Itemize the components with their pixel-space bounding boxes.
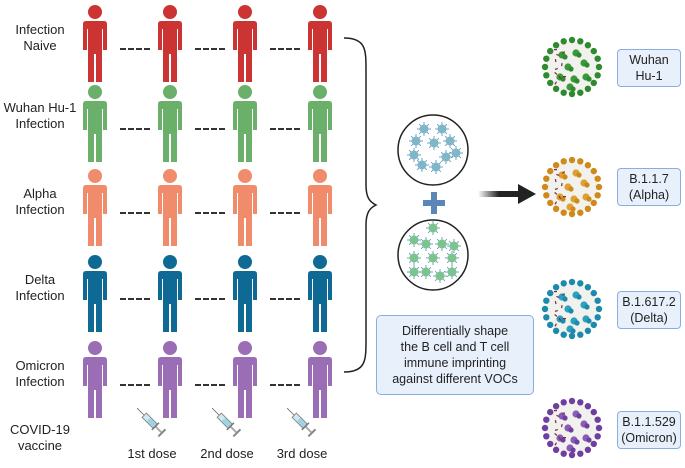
person-icon [233,255,257,332]
person-icon [83,255,107,332]
variant-label-omicron: B.1.1.529 (Omicron) [617,411,681,449]
label-line: COVID-19 [10,422,70,437]
label-line: Infection [15,116,65,131]
label-line: Wuhan Hu-1 [3,100,77,115]
dotted-connector [270,48,300,52]
variant-line: B.1.1.529 [622,415,676,429]
dotted-connector [120,298,150,302]
person-icon [308,341,332,418]
person-icon [233,85,257,162]
person-icon [83,85,107,162]
t-cell-circle-icon [397,219,469,291]
person-icon [158,85,182,162]
dose-label: 2nd dose [200,446,254,461]
label-line: Infection [15,22,65,37]
dotted-connector [120,48,150,52]
summary-box: Differentially shape the B cell and T ce… [376,315,534,395]
summary-line: the B cell and T cell [400,340,510,354]
syringe-icon [287,407,317,438]
dotted-connector [195,48,225,52]
variant-line: (Delta) [630,311,668,325]
person-icon [233,341,257,418]
dotted-connector [120,384,150,388]
person-icon [308,5,332,82]
person-icon [308,85,332,162]
variant-line: (Omicron) [621,431,677,445]
person-icon [233,5,257,82]
variant-line: B.1.617.2 [622,295,676,309]
person-icon [158,169,182,246]
variant-line: B.1.1.7 [629,172,669,186]
bracket-icon [343,37,378,373]
b-cell-circle-icon [397,114,469,186]
label-line: Infection [15,202,65,217]
person-icon [308,169,332,246]
person-icon [308,255,332,332]
dose-label: 1st dose [127,446,177,461]
dotted-connector [195,128,225,132]
label-line: Omicron [15,358,65,373]
dotted-connector [120,128,150,132]
person-icon [158,5,182,82]
plus-icon [423,192,445,214]
person-icon [83,341,107,418]
person-icon [158,341,182,418]
summary-line: against different VOCs [392,372,518,386]
person-icon [158,255,182,332]
dotted-connector [120,212,150,216]
person-icon [83,5,107,82]
person-icon [233,169,257,246]
label-line: Infection [15,288,65,303]
variant-line: (Alpha) [628,188,670,202]
variant-line: Wuhan [629,53,669,67]
arrow-right-icon [478,184,536,204]
dotted-connector [195,384,225,388]
syringe-icon [212,407,242,438]
dotted-connector [270,128,300,132]
variant-line: Hu-1 [635,69,663,83]
dotted-connector [270,384,300,388]
dotted-connector [270,212,300,216]
virus-alpha-icon [541,156,603,218]
dotted-connector [270,298,300,302]
label-line: Delta [24,272,56,287]
dotted-connector [195,298,225,302]
summary-line: Differentially shape [401,324,509,338]
virus-omicron-icon [541,397,603,459]
variant-label-alpha: B.1.1.7 (Alpha) [617,168,681,206]
label-line: Naive [23,38,57,53]
virus-wuhan-icon [541,36,603,98]
virus-delta-icon [541,278,603,340]
label-line: Infection [15,374,65,389]
dose-label: 3rd dose [276,446,328,461]
label-line: vaccine [17,438,63,453]
person-icon [83,169,107,246]
variant-label-delta: B.1.617.2 (Delta) [617,291,681,329]
syringe-icon [137,407,167,438]
summary-line: immune imprinting [403,356,507,370]
label-line: Alpha [23,186,57,201]
dotted-connector [195,212,225,216]
